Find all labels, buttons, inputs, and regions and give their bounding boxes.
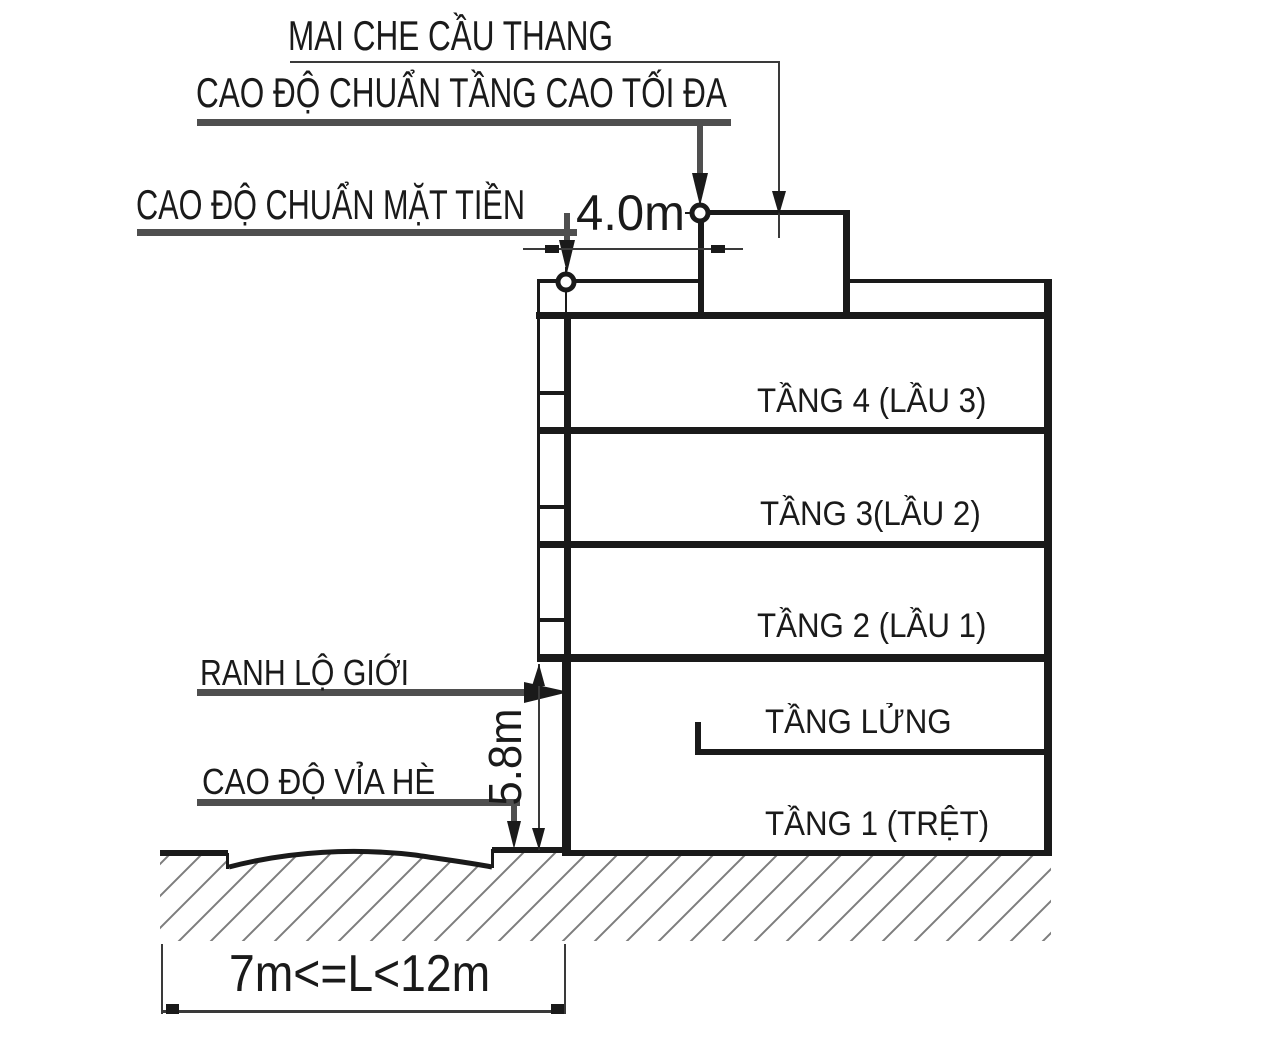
strip-divider xyxy=(537,391,571,395)
roof-canopy-leader xyxy=(290,61,780,238)
facade-datum-circle xyxy=(555,271,577,293)
mezzanine-slab-edge xyxy=(695,722,701,755)
ground-line-left xyxy=(160,850,228,856)
sidewalk-leader-stem xyxy=(511,802,517,823)
ground-floor-wall xyxy=(562,662,571,856)
width-dim-line xyxy=(161,1010,566,1013)
dimension-lines xyxy=(161,245,743,1014)
roof-slab xyxy=(536,312,1052,319)
down-arrow-icon xyxy=(692,173,708,206)
lot-width-dimension: 7m<=L<12m xyxy=(229,945,491,1003)
floor-label-1: TẦNG 1 (TRỆT) xyxy=(765,805,990,843)
setback-dim-line xyxy=(523,248,743,250)
dim-tick xyxy=(545,245,559,253)
floor-slab xyxy=(537,427,1052,434)
roof-canopy-label: MAI CHE CẦU THANG xyxy=(288,12,613,59)
sidewalk-level-label: CAO ĐỘ VỈA HÈ xyxy=(202,761,436,802)
width-dim-ext-left xyxy=(161,944,163,1014)
max-height-datum-circle xyxy=(689,202,711,224)
road-boundary-line xyxy=(197,689,527,696)
sidewalk-datum-line xyxy=(197,799,520,806)
floor-label-mezzanine: TẦNG LỬNG xyxy=(765,703,952,741)
gutter-step xyxy=(226,853,229,869)
setback-dimension: 4.0m xyxy=(576,185,685,241)
down-arrow-icon xyxy=(532,828,545,850)
max-height-leader-stem xyxy=(697,126,703,173)
facade-datum-line xyxy=(137,229,577,236)
dim-tick xyxy=(711,245,725,253)
floor-label-4: TẦNG 4 (LẦU 3) xyxy=(757,382,987,420)
floor-slab xyxy=(537,654,1052,662)
parapet-right xyxy=(846,279,1052,283)
facade-wall xyxy=(564,312,571,662)
height-dimension: 5.8m xyxy=(479,708,531,806)
stair-penthouse-top xyxy=(698,210,850,215)
ground-hatch xyxy=(160,851,1051,941)
right-wall xyxy=(1044,279,1052,856)
up-arrow-icon xyxy=(532,664,545,686)
width-dim-ext-right xyxy=(564,944,566,1014)
building-outline xyxy=(160,210,1052,869)
floor-slab xyxy=(537,541,1052,548)
floor-label-2: TẦNG 2 (LẦU 1) xyxy=(757,607,987,645)
road-crown-curve xyxy=(228,848,493,870)
right-arrow-icon xyxy=(524,682,569,703)
mezzanine-slab xyxy=(695,749,1044,755)
stair-penthouse-left-wall xyxy=(698,210,704,312)
max-height-label: CAO ĐỘ CHUẨN TẦNG CAO TỐI ĐA xyxy=(196,69,727,116)
down-arrow-icon xyxy=(772,191,786,215)
datum-circles xyxy=(551,198,715,297)
facade-upper-line xyxy=(565,283,567,313)
facade-level-label: CAO ĐỘ CHUẨN MẶT TIỀN xyxy=(136,181,525,228)
strip-divider xyxy=(537,505,571,509)
balcony-strip-outer-edge xyxy=(537,279,540,662)
road-boundary-label: RANH LỘ GIỚI xyxy=(200,652,410,693)
down-arrow-icon xyxy=(507,821,521,849)
facade-leader-stem xyxy=(564,213,570,240)
curb-step xyxy=(491,849,494,868)
parapet-left xyxy=(537,279,701,283)
strip-divider xyxy=(537,618,571,622)
dim-tick xyxy=(551,1004,564,1014)
sidewalk-line xyxy=(492,847,566,853)
height-dim-line xyxy=(538,664,540,850)
dim-tick xyxy=(166,1004,179,1014)
ground-line-building xyxy=(565,850,1052,856)
stair-penthouse-right-wall xyxy=(843,210,850,312)
floor-label-3: TẦNG 3(LẦU 2) xyxy=(760,495,981,533)
max-height-datum-line xyxy=(197,119,731,126)
